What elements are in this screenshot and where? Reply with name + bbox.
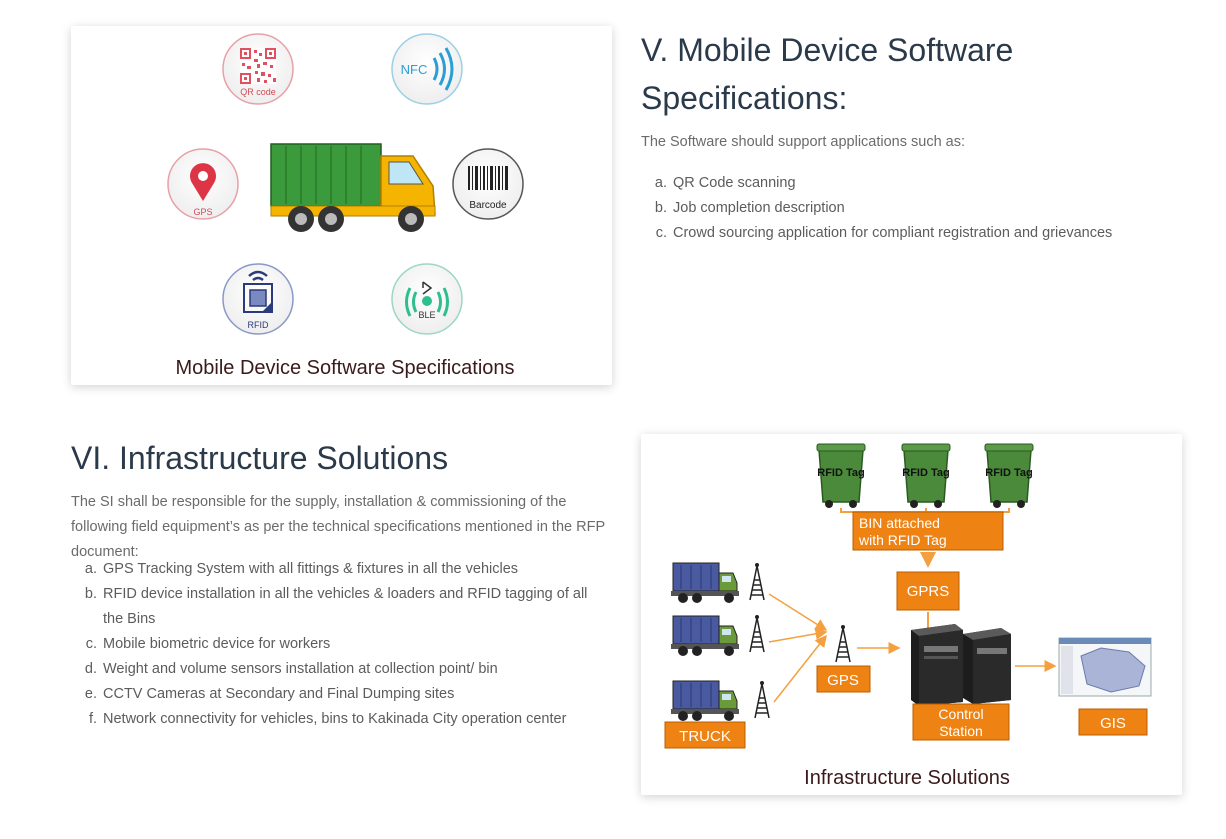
svg-text:GPRS: GPRS	[907, 583, 950, 600]
truck-label-box: TRUCK	[664, 721, 746, 749]
ble-icon: BLE	[391, 263, 463, 335]
section-6-intro: The SI shall be responsible for the supp…	[71, 494, 605, 560]
svg-text:RFID: RFID	[248, 320, 269, 330]
svg-text:TRUCK: TRUCK	[679, 728, 731, 745]
rfid-bin-icon: RFID Tag	[816, 443, 866, 509]
section-5-heading: V. Mobile Device Software Specifications…	[641, 32, 1014, 116]
barcode-icon: Barcode	[452, 148, 524, 220]
svg-text:RFID Tag: RFID Tag	[985, 467, 1032, 479]
infrastructure-diagram: RFID Tag RFID Tag RFID Tag BIN attached …	[664, 443, 1152, 789]
rfid-bin-icon: RFID Tag	[901, 443, 951, 509]
qr-code-icon: QR code	[222, 33, 294, 105]
list-item: a.QR Code scanning	[654, 175, 796, 191]
truck-icon	[670, 615, 740, 657]
list-item: a.GPS Tracking System with all fittings …	[84, 561, 519, 577]
bin-label-box: BIN attached with RFID Tag	[852, 511, 1004, 551]
svg-text:GPS: GPS	[193, 207, 212, 217]
svg-text:GPS: GPS	[827, 672, 859, 689]
gprs-box: GPRS	[896, 571, 960, 611]
truck-icon	[670, 562, 740, 604]
svg-text:Station: Station	[939, 723, 983, 739]
gps-icon: GPS	[167, 148, 239, 220]
svg-text:BIN attached: BIN attached	[859, 515, 940, 531]
list-item: f.Network connectivity for vehicles, bin…	[88, 711, 567, 727]
section-5-list: a.QR Code scanning b.Job completion desc…	[641, 171, 1201, 246]
list-item: b.Job completion description	[654, 200, 845, 216]
gps-box: GPS	[816, 665, 871, 693]
rfid-icon: RFID	[222, 263, 294, 335]
gis-map-icon	[1058, 637, 1152, 697]
server-icon	[911, 624, 1011, 706]
rfid-bin-icon: RFID Tag	[984, 443, 1034, 509]
section-6-list: a.GPS Tracking System with all fittings …	[71, 557, 611, 732]
svg-text:RFID Tag: RFID Tag	[902, 467, 949, 479]
list-item: e.CCTV Cameras at Secondary and Final Du…	[84, 686, 455, 702]
list-item: c.Crowd sourcing application for complia…	[655, 225, 1113, 241]
svg-text:RFID Tag: RFID Tag	[817, 467, 864, 479]
section-6-heading: VI. Infrastructure Solutions	[71, 440, 449, 476]
section-5-intro: The Software should support applications…	[641, 134, 966, 150]
svg-text:with RFID Tag: with RFID Tag	[858, 532, 947, 548]
svg-text:QR code: QR code	[240, 87, 276, 97]
truck-icon	[670, 680, 740, 722]
figure-caption: Mobile Device Software Specifications	[175, 357, 514, 379]
svg-text:Control: Control	[938, 706, 983, 722]
svg-text:Barcode: Barcode	[469, 200, 507, 211]
list-item: b.RFID device installation in all the ve…	[84, 586, 588, 627]
control-station-box: Control Station	[912, 703, 1010, 741]
gis-box: GIS	[1078, 708, 1148, 736]
figure-caption: Infrastructure Solutions	[804, 767, 1010, 789]
list-item: d.Weight and volume sensors installation…	[84, 661, 498, 677]
garbage-truck-icon	[270, 143, 436, 232]
list-item: c.Mobile biometric device for workers	[85, 636, 331, 652]
mobile-spec-figure: QR code NFC GPS Barcode	[71, 26, 612, 385]
tower-icon	[749, 562, 765, 601]
tower-icon	[754, 680, 770, 719]
svg-text:NFC: NFC	[401, 62, 428, 77]
tower-icon	[749, 614, 765, 653]
infrastructure-figure: RFID Tag RFID Tag RFID Tag BIN attached …	[641, 434, 1182, 795]
nfc-icon: NFC	[391, 33, 463, 105]
svg-text:BLE: BLE	[418, 310, 435, 320]
mobile-spec-illustration: QR code NFC GPS Barcode	[167, 33, 524, 379]
svg-text:GIS: GIS	[1100, 715, 1126, 732]
gps-tower-icon	[835, 624, 851, 663]
